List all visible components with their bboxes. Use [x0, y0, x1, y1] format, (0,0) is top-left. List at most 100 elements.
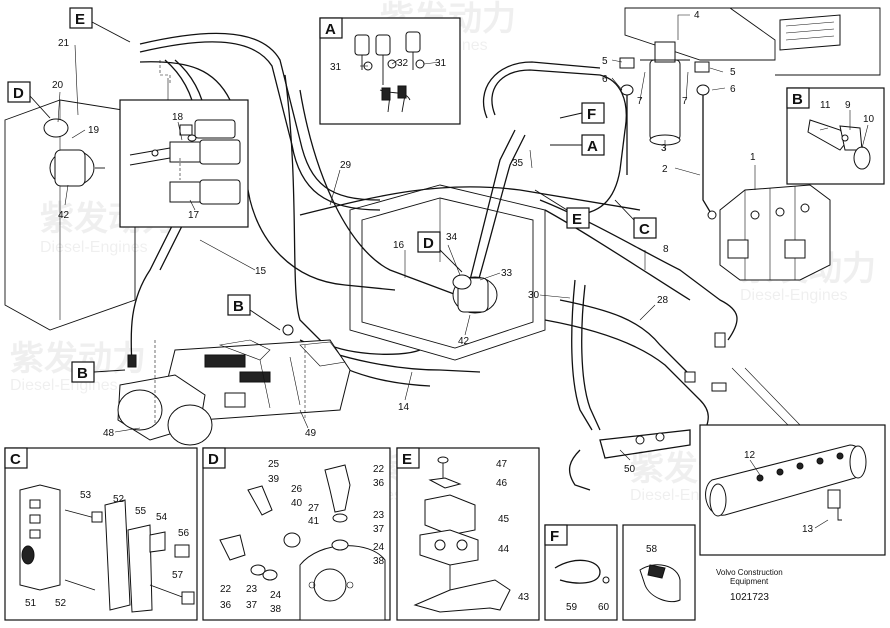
- callout-e-mid: E: [572, 211, 582, 228]
- detail-box-b: B: [786, 87, 885, 185]
- label-8: 8: [663, 244, 669, 255]
- detail-e-title: E: [402, 451, 412, 468]
- label-12: 12: [744, 450, 756, 461]
- label-60: 60: [598, 602, 610, 613]
- label-59: 59: [566, 602, 578, 613]
- detail-box-tube: [699, 367, 886, 556]
- label-38-bottom: 38: [270, 604, 282, 615]
- label-47: 47: [496, 459, 508, 470]
- detail-box-f: F: [544, 524, 618, 621]
- label-3: 3: [661, 143, 667, 154]
- label-56: 56: [178, 528, 190, 539]
- detail-c-title: C: [10, 451, 21, 468]
- callout-c: C: [639, 221, 650, 238]
- components: [43, 41, 831, 491]
- label-24-bottom: 24: [270, 590, 282, 601]
- label-52-bottom: 52: [55, 598, 67, 609]
- label-14: 14: [398, 402, 410, 413]
- label-28: 28: [657, 295, 669, 306]
- label-1: 1: [750, 152, 756, 163]
- label-23-top: 23: [373, 510, 385, 521]
- label-55: 55: [135, 506, 147, 517]
- label-37-bottom: 37: [246, 600, 258, 611]
- detail-d-title: D: [208, 451, 219, 468]
- label-25: 25: [268, 459, 280, 470]
- footer: Volvo Construction Equipment 1021723: [716, 568, 783, 603]
- label-15: 15: [255, 266, 267, 277]
- detail-box-d: D: [202, 447, 391, 621]
- label-32: 32: [397, 58, 409, 69]
- label-53: 53: [80, 490, 92, 501]
- label-9: 9: [845, 100, 851, 111]
- label-31-right: 31: [435, 58, 447, 69]
- label-18: 18: [172, 112, 184, 123]
- callout-f: F: [587, 106, 596, 123]
- label-6-left: 6: [602, 74, 608, 85]
- label-22-bottom: 22: [220, 584, 232, 595]
- label-11: 11: [820, 100, 831, 111]
- label-30: 30: [528, 290, 540, 301]
- detail-b-title: B: [792, 91, 803, 108]
- callout-b-left: B: [77, 365, 88, 382]
- label-33: 33: [501, 268, 513, 279]
- callout-e-top: E: [75, 11, 85, 28]
- watermark-en-4: Diesel-Engines: [10, 377, 118, 394]
- part-labels: 1 2 3 4 5 5 6 6 7 7 8 9 10 11 12 13 14 1…: [25, 10, 875, 615]
- label-38-top: 38: [373, 556, 385, 567]
- label-4: 4: [694, 10, 700, 21]
- label-34: 34: [446, 232, 458, 243]
- pump-assembly: [117, 339, 351, 446]
- label-2: 2: [662, 164, 668, 175]
- footer-brand-line1: Volvo Construction: [716, 568, 783, 577]
- leader-lines: [57, 14, 869, 529]
- label-51: 51: [25, 598, 37, 609]
- label-49: 49: [305, 428, 317, 439]
- label-21: 21: [58, 38, 70, 49]
- detail-box-clamp: [622, 524, 696, 621]
- drawing-number: 1021723: [730, 592, 769, 603]
- detail-box-c: C: [4, 447, 198, 621]
- label-31-left: 31: [330, 62, 342, 73]
- machine-body: [4, 7, 881, 361]
- detail-box-a: A: [319, 17, 461, 125]
- label-36-top: 36: [373, 478, 385, 489]
- label-7-left: 7: [637, 96, 643, 107]
- label-16: 16: [393, 240, 405, 251]
- label-20: 20: [52, 80, 64, 91]
- label-22-top: 22: [373, 464, 385, 475]
- callout-d-left: D: [13, 85, 24, 102]
- callout-b-mid: B: [233, 298, 244, 315]
- callout-d-mid: D: [423, 235, 434, 252]
- label-17: 17: [188, 210, 200, 221]
- label-46: 46: [496, 478, 508, 489]
- label-41: 41: [308, 516, 320, 527]
- label-19: 19: [88, 125, 100, 136]
- label-44: 44: [498, 544, 510, 555]
- label-58: 58: [646, 544, 658, 555]
- label-7-right: 7: [682, 96, 688, 107]
- inset-fitting: [119, 78, 249, 228]
- label-10: 10: [863, 114, 875, 125]
- footer-brand-line2: Equipment: [730, 577, 769, 586]
- watermark-en-3: Diesel-Engines: [740, 287, 848, 304]
- watermark-en-1: Diesel-Engines: [40, 239, 148, 256]
- label-42-center: 42: [458, 336, 470, 347]
- hoses: [130, 32, 738, 441]
- label-27: 27: [308, 503, 320, 514]
- detail-box-e: E: [396, 447, 540, 621]
- control-valve: [707, 184, 831, 281]
- label-54: 54: [156, 512, 168, 523]
- label-23-bottom: 23: [246, 584, 258, 595]
- label-26: 26: [291, 484, 303, 495]
- label-5-left: 5: [602, 56, 608, 67]
- detail-a-title: A: [325, 21, 336, 38]
- label-13: 13: [802, 524, 814, 535]
- label-42-left: 42: [58, 210, 70, 221]
- label-35: 35: [512, 158, 524, 169]
- callout-flags: A F E C D B B D E: [7, 7, 657, 383]
- detail-f-title: F: [550, 528, 559, 545]
- label-24-top: 24: [373, 542, 385, 553]
- label-5-right: 5: [730, 67, 736, 78]
- label-6-right: 6: [730, 84, 736, 95]
